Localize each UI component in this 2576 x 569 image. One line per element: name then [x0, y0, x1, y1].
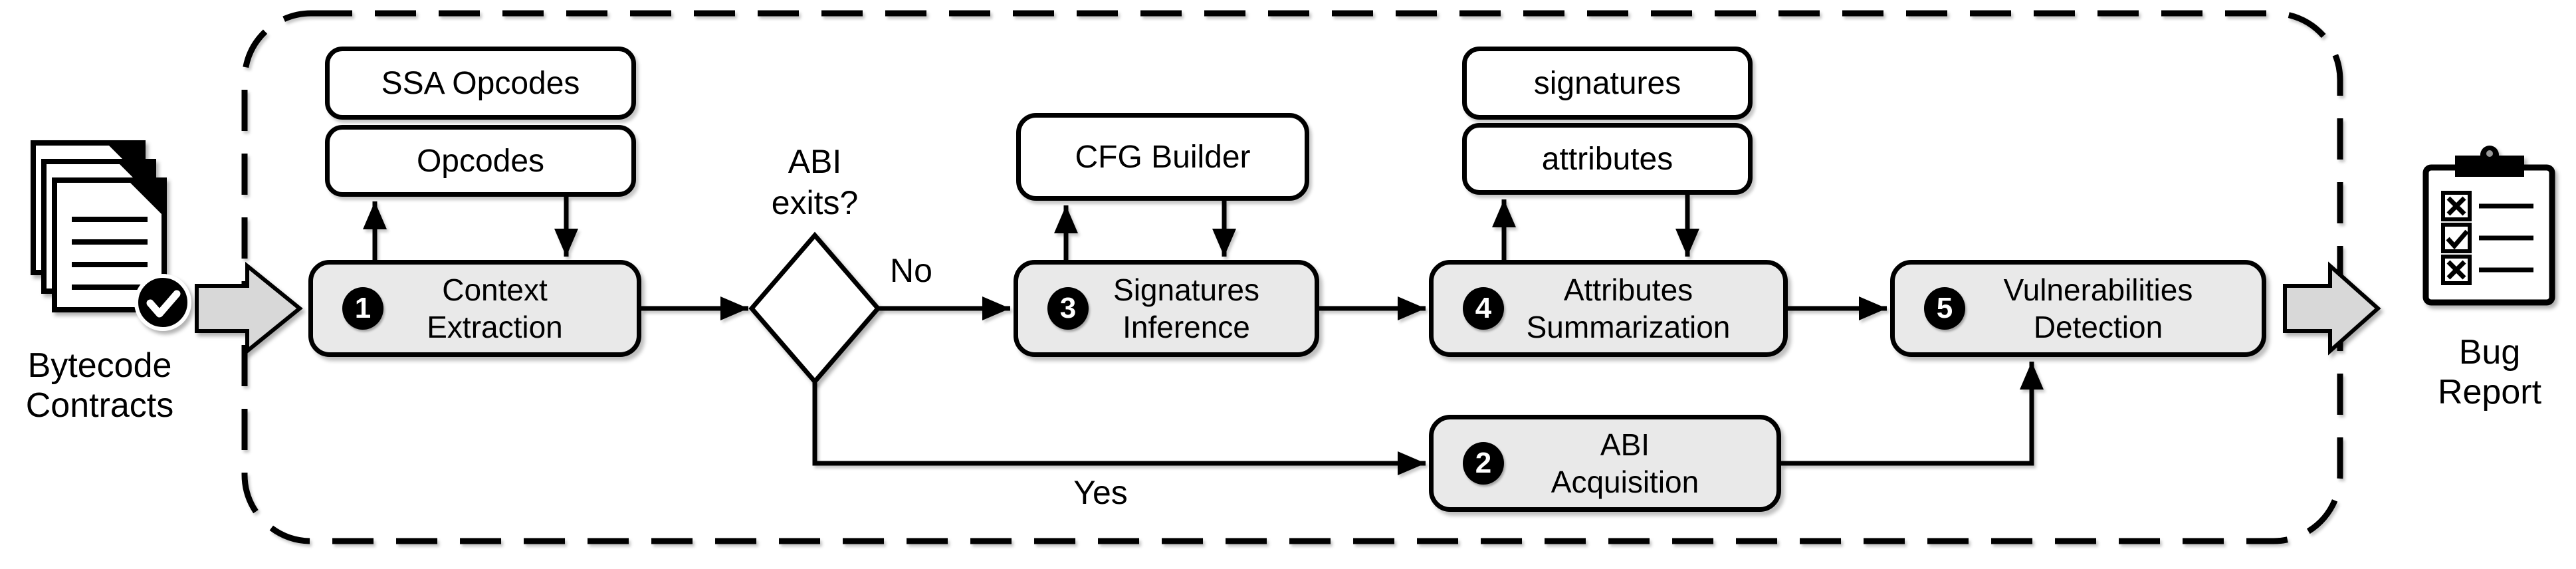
input-caption-line: Bytecode	[27, 346, 172, 385]
connector-arrows	[363, 195, 2044, 475]
decision-label-line: ABI	[788, 143, 842, 180]
artifact-ssa-opcodes: SSA Opcodes	[325, 47, 636, 120]
stage-context-extraction: 1 Context Extraction	[308, 260, 641, 357]
stage-label-line: Context	[442, 273, 548, 307]
decision-diamond	[748, 231, 881, 386]
stage-label-line: Attributes	[1563, 273, 1693, 307]
branch-label-yes: Yes	[1073, 474, 1128, 511]
stage-label-line: Summarization	[1526, 310, 1731, 344]
decision-label: ABI exits?	[715, 141, 914, 223]
stage-number-badge: 5	[1924, 287, 1965, 330]
stage-label-line: Extraction	[427, 310, 563, 344]
artifact-label: Opcodes	[416, 143, 545, 179]
output-caption-line: Bug	[2458, 333, 2521, 372]
arrow-stage2-to-stage5	[1781, 362, 2044, 466]
branch-label-no: No	[890, 252, 932, 289]
stage-number-badge: 1	[342, 287, 383, 330]
stage-signatures-inference: 3 Signatures Inference	[1014, 260, 1319, 357]
stage-label-line: ABI	[1600, 427, 1650, 462]
artifact-label: signatures	[1533, 65, 1681, 101]
bug-report-icon	[2422, 146, 2555, 306]
artifact-label: attributes	[1541, 141, 1673, 177]
artifact-opcodes: Opcodes	[325, 125, 636, 197]
stage-label-line: Vulnerabilities	[2003, 273, 2193, 307]
decision-label-line: exits?	[771, 184, 859, 221]
artifact-label: CFG Builder	[1075, 139, 1251, 175]
output-caption-line: Report	[2437, 373, 2542, 411]
bytecode-contracts-icon	[31, 140, 191, 331]
output-flow-arrow-icon	[2283, 261, 2381, 356]
input-flow-arrow-icon	[195, 261, 303, 356]
stage-attributes-summarization: 4 Attributes Summarization	[1429, 260, 1788, 357]
artifact-attributes: attributes	[1462, 123, 1753, 195]
stage-label-line: Inference	[1123, 310, 1250, 344]
stage-vulnerabilities-detection: 5 Vulnerabilities Detection	[1890, 260, 2266, 357]
artifact-signatures: signatures	[1462, 47, 1753, 120]
input-caption: Bytecode Contracts	[17, 346, 183, 425]
stage-label-line: Acquisition	[1551, 465, 1699, 499]
stage-number-badge: 2	[1463, 442, 1504, 485]
stage-abi-acquisition: 2 ABI Acquisition	[1429, 415, 1781, 512]
arrow-yes-branch	[812, 382, 1426, 475]
artifact-label: SSA Opcodes	[381, 65, 580, 101]
stage-number-badge: 4	[1463, 287, 1504, 330]
stage-number-badge: 3	[1047, 287, 1089, 330]
stage-label-line: Detection	[2033, 310, 2163, 344]
stage-label-line: Signatures	[1113, 273, 1259, 307]
artifact-cfg-builder: CFG Builder	[1016, 113, 1309, 201]
check-badge-icon	[134, 274, 191, 331]
input-caption-line: Contracts	[25, 386, 174, 425]
output-caption: Bug Report	[2407, 332, 2573, 412]
